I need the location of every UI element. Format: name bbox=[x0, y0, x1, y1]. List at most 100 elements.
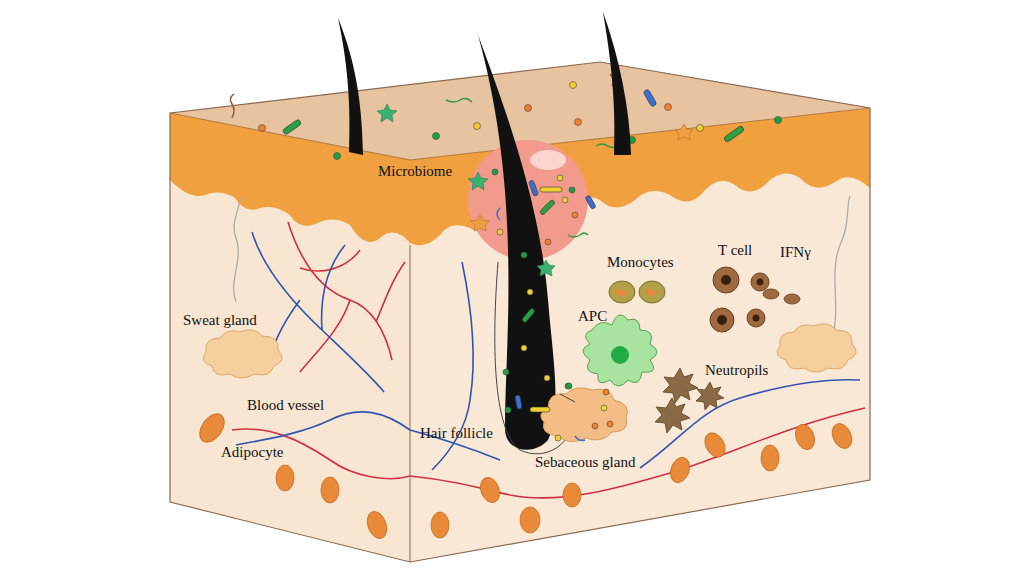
part-label: T cell bbox=[718, 241, 752, 259]
blood-vessels-part bbox=[300, 300, 350, 372]
sebaceous-gland-part bbox=[575, 436, 585, 441]
inflamed-pore-part bbox=[471, 215, 489, 231]
adipocytes-part bbox=[477, 475, 503, 506]
monocytes-part bbox=[614, 288, 630, 296]
part-label: APC bbox=[578, 307, 607, 325]
follicle-microbes-part bbox=[537, 260, 555, 276]
surface-microbes-part bbox=[433, 133, 440, 140]
t-cells-part bbox=[713, 267, 739, 293]
inflamed-pore-part bbox=[562, 197, 568, 203]
part-label: Blood vessel bbox=[247, 396, 324, 414]
follicle-microbes-part bbox=[521, 345, 527, 351]
inflamed-pore-part bbox=[530, 150, 566, 170]
surface-microbes-part bbox=[675, 124, 693, 140]
part-label: Sweat gland bbox=[183, 311, 257, 329]
surface-microbes-part bbox=[259, 125, 266, 132]
sebaceous-gland-part bbox=[601, 405, 607, 411]
surface-microbes-part bbox=[230, 94, 234, 118]
inflamed-pore-part bbox=[569, 187, 575, 193]
adipocytes-part bbox=[195, 409, 230, 447]
t-cells-part bbox=[717, 315, 727, 325]
sebaceous-gland-part bbox=[560, 394, 575, 402]
blood-vessels-part bbox=[288, 222, 392, 360]
sweat-ducts-part bbox=[234, 198, 240, 302]
t-cells-part bbox=[763, 289, 779, 299]
inflamed-pore-part bbox=[585, 195, 596, 210]
skin-block-part bbox=[170, 113, 410, 562]
t-cells-part bbox=[757, 279, 764, 286]
t-cells-part bbox=[747, 309, 765, 327]
hair-part bbox=[603, 12, 631, 155]
t-cells-part bbox=[710, 308, 734, 332]
hair-part bbox=[338, 18, 363, 155]
follicle-microbes-part bbox=[505, 407, 511, 413]
part-label: Sebaceous gland bbox=[535, 453, 635, 471]
surface-microbes-part bbox=[525, 105, 532, 112]
surface-microbes-part bbox=[334, 153, 341, 160]
surface-microbes-part bbox=[775, 117, 782, 124]
inflamed-pore-part bbox=[572, 212, 578, 218]
surface-microbes-part bbox=[570, 82, 577, 89]
sweat-gland-part bbox=[777, 324, 856, 372]
skin-block-part bbox=[410, 245, 411, 562]
blood-vessels-part bbox=[300, 250, 360, 271]
inflamed-pore-part bbox=[468, 172, 488, 190]
adipocytes-part bbox=[792, 422, 818, 453]
surface-microbes-part bbox=[282, 119, 302, 135]
neutrophils-part bbox=[696, 382, 724, 410]
inflamed-pore-part bbox=[540, 187, 562, 192]
surface-microbes-part bbox=[665, 104, 672, 111]
sebaceous-gland-part bbox=[565, 383, 571, 389]
monocytes-part bbox=[639, 281, 665, 303]
follicle-microbes-part bbox=[515, 395, 522, 410]
follicle-microbes bbox=[503, 252, 572, 413]
inflamed-pore-part bbox=[497, 229, 503, 235]
inflamed-pore-part bbox=[545, 239, 551, 245]
hair-part bbox=[478, 35, 555, 450]
monocytes-part bbox=[609, 281, 635, 303]
part-label: IFNγ bbox=[780, 243, 811, 261]
sebaceous-gland-part bbox=[592, 423, 598, 429]
t-cells-part bbox=[751, 273, 769, 291]
adipocytes-part bbox=[321, 477, 339, 503]
surface-microbes-part bbox=[643, 89, 657, 108]
blood-vessels-part bbox=[322, 245, 345, 330]
t-cells-part bbox=[753, 315, 760, 322]
surface-microbes-part bbox=[697, 125, 704, 132]
hair bbox=[338, 12, 631, 450]
adipocytes-part bbox=[761, 445, 779, 471]
sebaceous-gland-part bbox=[607, 421, 613, 427]
sebaceous-gland bbox=[530, 383, 628, 442]
skin-block-part bbox=[410, 108, 870, 245]
part-label: Monocytes bbox=[607, 253, 674, 271]
monocytes bbox=[609, 281, 665, 303]
sweat-gland-part bbox=[203, 330, 282, 378]
t-cells-part bbox=[784, 294, 800, 304]
surface-microbes-part bbox=[377, 104, 397, 122]
inflamed-pore-part bbox=[497, 208, 500, 220]
adipocytes-part bbox=[520, 507, 540, 533]
blood-vessels-part bbox=[376, 262, 405, 322]
adipocytes-part bbox=[364, 509, 390, 541]
part-label: Neutropils bbox=[705, 361, 768, 379]
inflamed-pore-part bbox=[492, 169, 498, 175]
follicle-microbes-part bbox=[527, 289, 533, 295]
adipocytes-part bbox=[563, 483, 581, 507]
sebaceous-gland-part bbox=[530, 407, 550, 412]
inflamed-pore-part bbox=[557, 175, 563, 181]
part-label: Microbiome bbox=[378, 162, 452, 180]
surface-microbes-part bbox=[474, 123, 481, 130]
apc-cell bbox=[583, 315, 657, 386]
part-label: Adipocyte bbox=[221, 443, 283, 461]
inflamed-pore-part bbox=[528, 180, 538, 197]
apc-cell-part bbox=[611, 346, 629, 364]
skin-block-part bbox=[170, 113, 410, 243]
inflamed-pore-part bbox=[539, 199, 555, 215]
follicle-microbes-part bbox=[503, 369, 509, 375]
follicle-microbes-part bbox=[521, 252, 527, 258]
follicle-microbes-part bbox=[544, 375, 550, 381]
blood-vessels-part bbox=[236, 412, 410, 445]
sebaceous-gland-part bbox=[541, 388, 628, 442]
